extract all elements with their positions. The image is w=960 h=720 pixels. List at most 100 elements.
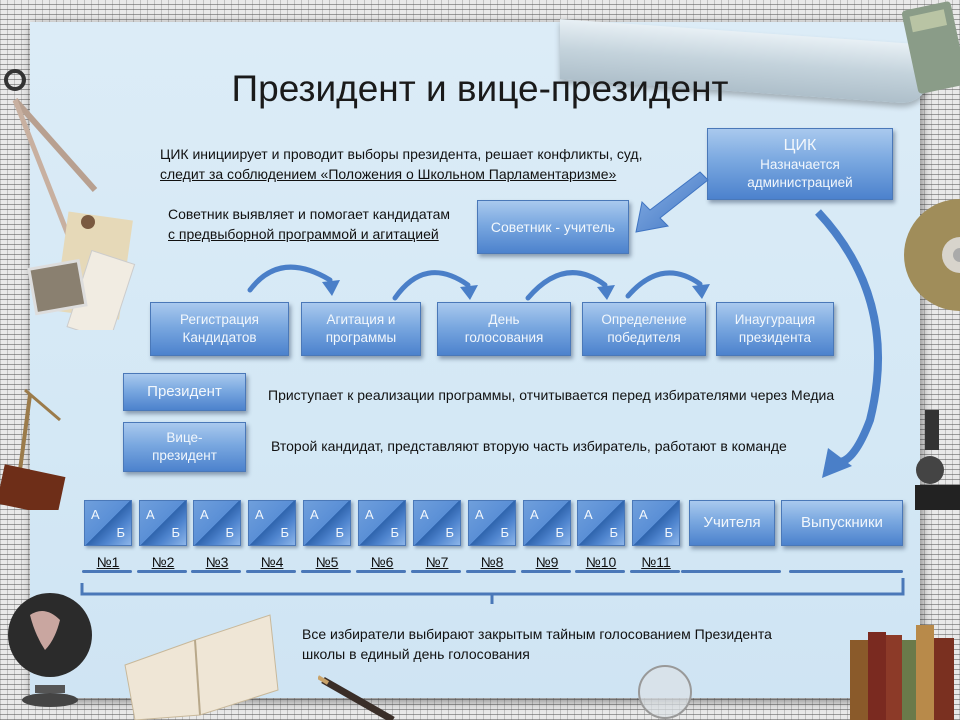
microscope-illustration	[915, 410, 960, 510]
step-line1: День	[488, 312, 520, 327]
step-line2: голосования	[464, 330, 544, 345]
globe-illustration	[8, 593, 92, 707]
class-underline	[466, 570, 516, 573]
class-underline	[137, 570, 187, 573]
voters-bracket	[80, 578, 905, 596]
class-underline	[575, 570, 625, 573]
page-title: Президент и вице-президент	[231, 68, 729, 109]
class-parallel-b: Б	[555, 525, 564, 540]
voters-teachers: Учителя	[689, 500, 775, 546]
cik-box-line2: администрацией	[747, 175, 853, 190]
role-president: Президент	[123, 373, 246, 411]
step-arrow-1-head	[322, 280, 340, 296]
step-arrow-4-head	[692, 284, 710, 299]
big-curved-arrow	[815, 209, 882, 466]
step-arrow-2	[392, 270, 471, 301]
class-parallel-a: А	[91, 507, 100, 522]
advisor-box: Советник - учитель	[477, 200, 629, 254]
step-arrow-1	[247, 264, 333, 293]
class-parallel-b: Б	[500, 525, 509, 540]
class-parallel-a: А	[420, 507, 429, 522]
role-vice-president: Вице- президент	[123, 422, 246, 472]
class-parallel-a: А	[200, 507, 209, 522]
class-parallel-a: А	[530, 507, 539, 522]
class-number-label: №1	[96, 554, 120, 570]
class-number-label: №9	[535, 554, 559, 570]
class-number-label: №3	[205, 554, 229, 570]
cd-disc-illustration	[904, 199, 960, 311]
advisor-box-label: Советник - учитель	[490, 219, 616, 235]
class-parallel-a: А	[365, 507, 374, 522]
class-number-label: №6	[370, 554, 394, 570]
voters-graduates: Выпускники	[781, 500, 903, 546]
scales-illustration	[0, 388, 66, 510]
step-arrow-3	[525, 270, 608, 301]
big-curved-arrow-head	[822, 448, 852, 478]
step-registration: Регистрация Кандидатов	[150, 302, 289, 356]
open-book-illustration	[124, 614, 279, 720]
class-underline	[246, 570, 296, 573]
step-winner: Определение победителя	[582, 302, 706, 356]
step-line2: программы	[325, 330, 397, 345]
cik-description-line2: следит за соблюдением «Положения о Школь…	[160, 166, 617, 182]
step-voting-day: День голосования	[437, 302, 571, 356]
compass-and-papers-illustration	[4, 69, 136, 330]
step-line1: Инаугурация	[734, 312, 816, 327]
class-underline	[82, 570, 132, 573]
class-number-label: №11	[641, 554, 671, 570]
step-arrow-4	[625, 270, 703, 299]
cik-description-line1: ЦИК инициирует и проводит выборы президе…	[160, 146, 643, 162]
step-arrow-3-head	[597, 285, 615, 300]
class-number-label: №5	[315, 554, 339, 570]
class-parallel-a: А	[584, 507, 593, 522]
class-parallel-a: А	[639, 507, 648, 522]
step-line2: президента	[738, 330, 812, 345]
class-parallel-b: Б	[609, 525, 618, 540]
role-label-line2: президент	[152, 448, 217, 463]
cik-box-title: ЦИК	[783, 137, 817, 154]
class-parallel-a: А	[475, 507, 484, 522]
teachers-underline	[681, 570, 781, 573]
class-parallel-b: Б	[390, 525, 399, 540]
magnifier-illustration	[638, 665, 692, 719]
photo-icon	[27, 258, 88, 316]
step-campaign: Агитация и программы	[301, 302, 421, 356]
inkwell-icon	[81, 215, 95, 229]
step-line2: победителя	[607, 330, 681, 345]
compass-icon	[4, 69, 98, 241]
class-underline	[356, 570, 406, 573]
class-parallel-a: А	[255, 507, 264, 522]
class-number-label: №4	[260, 554, 284, 570]
advisor-description-line1: Советник выявляет и помогает кандидатам	[168, 206, 450, 222]
role-vice-president-description: Второй кандидат, представляют вторую час…	[271, 438, 787, 454]
class-number-label: №2	[151, 554, 175, 570]
voters-teachers-label: Учителя	[703, 514, 761, 531]
class-number-label: №8	[480, 554, 504, 570]
role-label-line1: Вице-	[166, 430, 203, 445]
cik-box-line1: Назначается	[760, 157, 840, 172]
class-underline	[630, 570, 680, 573]
step-line1: Агитация и	[326, 312, 396, 327]
class-parallel-b: Б	[116, 525, 125, 540]
step-arrow-2-head	[460, 285, 478, 300]
class-parallel-b: Б	[335, 525, 344, 540]
class-parallel-b: Б	[445, 525, 454, 540]
calculator-illustration	[901, 1, 960, 94]
class-number-label: №10	[585, 554, 617, 570]
step-inauguration: Инаугурация президента	[716, 302, 834, 356]
class-parallel-b: Б	[280, 525, 289, 540]
footer-line2: школы в единый день голосования	[302, 646, 530, 662]
class-parallel-b: Б	[664, 525, 673, 540]
class-parallel-a: А	[146, 507, 155, 522]
class-underline	[191, 570, 241, 573]
